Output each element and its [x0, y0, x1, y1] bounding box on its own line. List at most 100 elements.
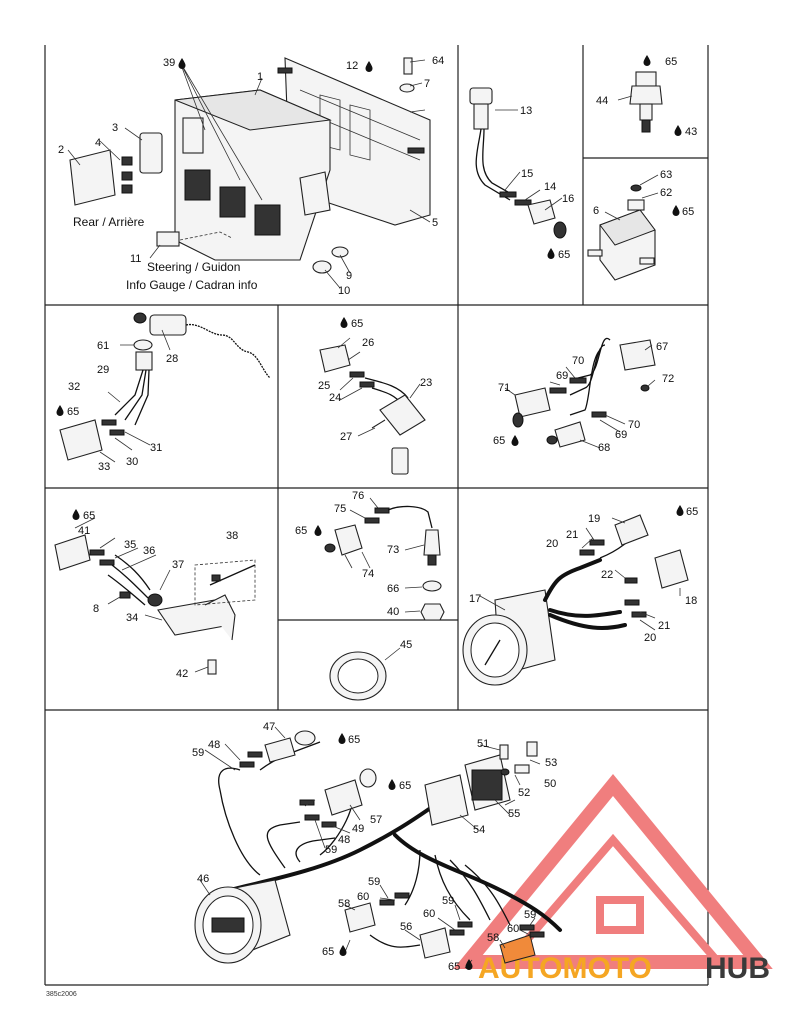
- callout-64: 64: [432, 55, 444, 67]
- callout-63: 63: [660, 169, 672, 181]
- panel-sensor-13: [469, 87, 567, 239]
- callout-59-e: 59: [524, 909, 536, 921]
- panel-solenoid-6: [587, 174, 659, 281]
- callout-66: 66: [387, 583, 399, 595]
- callout-14: 14: [544, 181, 556, 193]
- label-steering: Steering / Guidon: [147, 260, 240, 274]
- callout-12: 12: [346, 60, 358, 72]
- callout-65-i: 65: [686, 506, 698, 518]
- callout-62: 62: [660, 187, 672, 199]
- label-info-gauge: Info Gauge / Cadran info: [126, 278, 258, 292]
- callout-45: 45: [400, 639, 412, 651]
- callout-28: 28: [166, 353, 178, 365]
- callout-36: 36: [143, 545, 155, 557]
- harness-gauge-46-labels: 47 65 48 59 51 53 65 50 52 55 57 49 54 4…: [192, 721, 557, 973]
- sensor-23-labels: 65 26 25 24 23 27: [318, 317, 432, 443]
- callout-13: 13: [520, 105, 532, 117]
- callout-74: 74: [362, 568, 374, 580]
- callout-69-a: 69: [556, 370, 568, 382]
- callout-21-a: 21: [566, 529, 578, 541]
- callout-30: 30: [126, 456, 138, 468]
- callout-65-a: 65: [558, 249, 570, 261]
- callout-67: 67: [656, 341, 668, 353]
- callout-58-a: 58: [338, 898, 350, 910]
- callout-71: 71: [498, 382, 510, 394]
- callout-34: 34: [126, 612, 138, 624]
- callout-38: 38: [226, 530, 238, 542]
- callout-43: 43: [685, 126, 697, 138]
- panel-sensor-73: [324, 497, 445, 621]
- callout-7: 7: [424, 78, 430, 90]
- solenoid-6-labels: 63 62 6 65: [593, 169, 694, 218]
- panel-sensor-23: [319, 337, 426, 475]
- callout-49: 49: [352, 823, 364, 835]
- callout-65-c: 65: [682, 206, 694, 218]
- callout-59-a: 59: [192, 747, 204, 759]
- callout-15: 15: [521, 168, 533, 180]
- callout-29: 29: [97, 364, 109, 376]
- sensor-44-labels: 65 44 43: [596, 55, 697, 138]
- switch-34-labels: 65 41 35 36 38 37 8 34 42: [72, 509, 238, 680]
- panel-ring-45: 45: [329, 639, 412, 701]
- callout-69-b: 69: [615, 429, 627, 441]
- callout-51: 51: [477, 738, 489, 750]
- panel-main-module: [67, 57, 431, 289]
- panel-gauge-17: [462, 514, 689, 686]
- callout-56: 56: [400, 921, 412, 933]
- watermark-text-hub: HUB: [705, 952, 770, 985]
- callout-48-b: 48: [338, 834, 350, 846]
- callout-26: 26: [362, 337, 374, 349]
- callout-27: 27: [340, 431, 352, 443]
- callout-46: 46: [197, 873, 209, 885]
- callout-5: 5: [432, 217, 438, 229]
- callout-53: 53: [545, 757, 557, 769]
- callout-70-b: 70: [628, 419, 640, 431]
- callout-39: 39: [163, 57, 175, 69]
- callout-31: 31: [150, 442, 162, 454]
- callout-60-a: 60: [357, 891, 369, 903]
- callout-50: 50: [544, 778, 556, 790]
- callout-20-b: 20: [644, 632, 656, 644]
- callout-10: 10: [338, 285, 350, 297]
- callout-25: 25: [318, 380, 330, 392]
- callout-61: 61: [97, 340, 109, 352]
- sensor-28-labels: 61 28 29 32 65 31 30 33: [56, 340, 178, 473]
- callout-65-b: 65: [665, 56, 677, 68]
- panel-sensor-28: [59, 312, 271, 463]
- callout-52: 52: [518, 787, 530, 799]
- panel-harness-gauge-46: [194, 726, 562, 969]
- callout-42: 42: [176, 668, 188, 680]
- callout-65-h: 65: [295, 525, 307, 537]
- callout-9: 9: [346, 270, 352, 282]
- drawing-code: 385c2006: [46, 991, 77, 998]
- callout-48-a: 48: [208, 739, 220, 751]
- callout-58-b: 58: [487, 932, 499, 944]
- callout-65-m: 65: [448, 961, 460, 973]
- callout-65-k: 65: [399, 780, 411, 792]
- callout-24: 24: [329, 392, 341, 404]
- callout-19: 19: [588, 513, 600, 525]
- callout-65-l: 65: [322, 946, 334, 958]
- callout-41: 41: [78, 525, 90, 537]
- callout-72: 72: [662, 373, 674, 385]
- callout-18: 18: [685, 595, 697, 607]
- callout-65-e: 65: [351, 318, 363, 330]
- callout-1: 1: [257, 71, 263, 83]
- callout-35: 35: [124, 539, 136, 551]
- callout-57: 57: [370, 814, 382, 826]
- automotohub-logo: AUTOMOTO HUB: [453, 773, 773, 985]
- callout-55: 55: [508, 808, 520, 820]
- callout-59-d: 59: [442, 895, 454, 907]
- callout-76: 76: [352, 490, 364, 502]
- callout-17: 17: [469, 593, 481, 605]
- sensor-73-labels: 76 75 65 73 74 66 40: [295, 490, 399, 618]
- coil-67-labels: 67 70 69 72 71 70 69 65 68: [493, 341, 674, 454]
- callout-8: 8: [93, 603, 99, 615]
- callout-65-g: 65: [83, 510, 95, 522]
- callout-75: 75: [334, 503, 346, 515]
- callout-65-j: 65: [348, 734, 360, 746]
- callout-70-a: 70: [572, 355, 584, 367]
- panel-coil-67: [504, 337, 656, 449]
- gauge-17-labels: 19 65 21 20 22 17 18 21 20: [469, 505, 698, 644]
- callout-65-d: 65: [67, 406, 79, 418]
